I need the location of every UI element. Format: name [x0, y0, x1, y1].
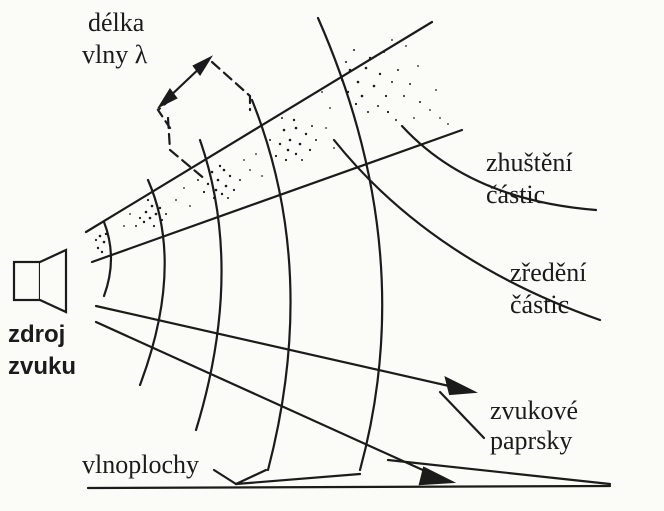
wavelength-arrow-head-a [156, 88, 178, 109]
wavelength-bracket [156, 96, 208, 182]
wavefront-3 [194, 138, 223, 432]
wavefronts-leader-left [212, 468, 238, 486]
rays-leader [438, 390, 486, 440]
wavefront-5 [316, 16, 384, 472]
particles-zone-3 [197, 164, 241, 200]
particles-zone-1 [94, 232, 108, 254]
wavefronts-leader-right [234, 472, 362, 486]
wavefronts-leader-mid [234, 468, 268, 486]
speaker-body [12, 260, 42, 302]
wavelength-label-line1: délka [88, 8, 145, 37]
sector-lower-line [90, 128, 464, 264]
compression-label-line2: částic [486, 180, 546, 209]
rarefaction-label-line1: zředění [510, 258, 587, 287]
particle-clusters [94, 39, 449, 254]
rays-label-line1: zvukové [490, 396, 579, 425]
sound-ray-upper-head [444, 375, 479, 396]
sound-ray-lower [94, 320, 438, 478]
speaker-cone [38, 248, 68, 314]
rays-label-line2: paprsky [490, 426, 573, 455]
wavefront-4 [250, 98, 292, 472]
bottom-baseline [86, 484, 612, 490]
wavelength-arrow-head-b [192, 55, 214, 76]
rarefaction-leader [332, 138, 602, 322]
sound-ray-lower-head [418, 466, 457, 486]
wavelength-label-line2: vlny λ [82, 40, 148, 69]
wavefront-1 [102, 220, 113, 298]
wavefronts-label: vlnoplochy [82, 450, 199, 479]
sector-upper-line [84, 20, 434, 234]
sound-ray-upper [94, 304, 460, 390]
compression-label-line1: zhuštění [486, 148, 573, 177]
wavefront-2 [138, 178, 166, 387]
wavelength-dash-right [210, 60, 252, 112]
source-label-line2: zvuku [8, 353, 77, 380]
rays-baseline-leader [386, 458, 612, 486]
compression-leader [400, 124, 598, 212]
source-label-line1: zdroj [8, 321, 66, 348]
particles-zone-5 [340, 39, 431, 121]
rarefaction-label-line2: částic [510, 290, 570, 319]
particles-zone-4 [269, 117, 317, 162]
particles-zone-2 [135, 198, 167, 228]
particles-sparse [123, 89, 449, 227]
